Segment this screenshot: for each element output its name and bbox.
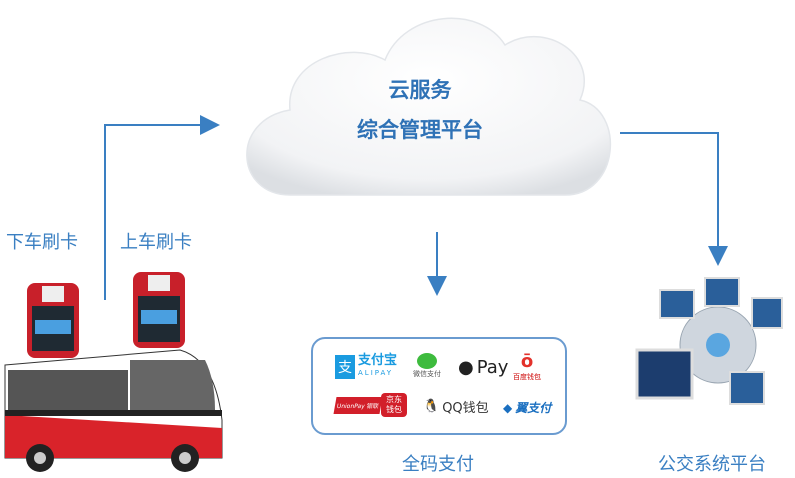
arrow-bus-to-cloud bbox=[104, 115, 220, 300]
alipay-wordmark: 支付宝 ALIPAY bbox=[358, 353, 398, 377]
apple-icon: ● bbox=[458, 357, 474, 378]
card-reader-icon bbox=[27, 283, 79, 358]
alight-label: 下车刷卡 bbox=[6, 232, 78, 253]
payment-label: 全码支付 bbox=[402, 454, 474, 475]
jd-wallet-logo: 京东钱包 bbox=[381, 393, 407, 417]
platform-icon bbox=[635, 277, 783, 405]
alipay-icon: 支 bbox=[335, 355, 355, 379]
unionpay-logo: UnionPay 银联 bbox=[333, 397, 383, 414]
wechat-icon bbox=[417, 353, 437, 369]
cloud-subtitle: 综合管理平台 bbox=[357, 118, 483, 142]
arrow-cloud-to-platform bbox=[620, 132, 728, 266]
qq-wallet-logo: 🐧QQ钱包 bbox=[423, 399, 489, 416]
platform-label: 公交系统平台 bbox=[658, 454, 766, 475]
alipay-sub: ALIPAY bbox=[358, 369, 394, 377]
bestpay-icon: ◆ bbox=[503, 400, 513, 415]
apple-pay-logo: ●Pay bbox=[458, 357, 509, 378]
baidu-wallet-icon: ō bbox=[520, 351, 534, 372]
payment-methods-box: 支 支付宝 ALIPAY 微信支付 ●Pay ō 百度钱包 UnionPay 银… bbox=[311, 337, 567, 435]
cloud-shape bbox=[246, 17, 612, 196]
baidu-wallet-logo: ō 百度钱包 bbox=[513, 351, 541, 381]
cloud-title: 云服务 bbox=[388, 78, 452, 102]
card-reader-icon bbox=[133, 272, 185, 348]
bestpay-logo: ◆翼支付 bbox=[503, 400, 552, 416]
wechat-pay-logo: 微信支付 bbox=[413, 353, 441, 379]
qq-penguin-icon: 🐧 bbox=[423, 399, 440, 414]
alipay-logo: 支 支付宝 ALIPAY bbox=[335, 353, 398, 379]
board-label: 上车刷卡 bbox=[120, 232, 192, 253]
bus-icon bbox=[4, 349, 223, 472]
